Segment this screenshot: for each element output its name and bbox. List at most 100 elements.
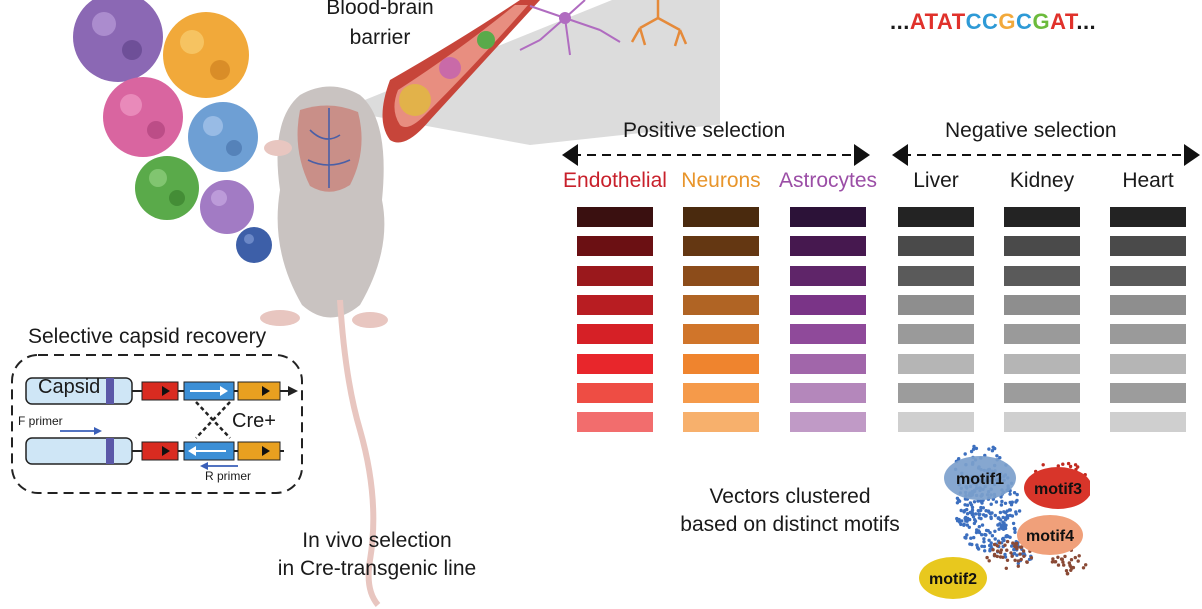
cluster-dot	[1056, 464, 1060, 468]
swatch-astrocytes	[790, 382, 866, 403]
bbb-label-line2: barrier	[349, 26, 411, 49]
cluster-dot	[1029, 556, 1034, 560]
cluster-dot	[1003, 552, 1007, 557]
cluster-dot	[1000, 523, 1004, 528]
swatch-heart	[1110, 236, 1186, 257]
swatch-liver	[898, 324, 974, 345]
swatch-astrocytes	[790, 324, 866, 345]
motif-cluster-plot: motif1 motif3 motif4 motif2	[919, 444, 1090, 599]
cluster-dot	[1003, 501, 1008, 505]
cluster-dot	[972, 535, 976, 540]
swatch-astrocytes	[790, 236, 866, 257]
swatch-heart	[1110, 207, 1186, 227]
cluster-dot	[1004, 516, 1008, 520]
cluster-dot	[1019, 557, 1023, 562]
cluster-dot	[981, 513, 986, 517]
cluster-dot	[1011, 541, 1015, 545]
cluster-dot	[1060, 557, 1064, 561]
cluster-dot	[999, 503, 1004, 507]
cluster-dot	[964, 519, 968, 523]
mouse-illustration	[260, 0, 720, 607]
cluster-dot	[976, 499, 980, 503]
cluster-dot	[999, 548, 1003, 552]
cluster-dot	[1009, 551, 1013, 555]
cluster-dot	[964, 515, 968, 520]
swatch-liver	[898, 294, 974, 315]
swatch-liver	[898, 207, 974, 227]
cre-label: Cre+	[232, 410, 276, 432]
swatch-kidney	[1004, 207, 1080, 227]
sequence-prefix: ...	[890, 9, 910, 34]
cluster-dot	[1021, 549, 1026, 553]
cluster-dot	[1001, 515, 1005, 520]
cluster-dot	[979, 505, 983, 510]
cluster-dot	[1050, 560, 1055, 564]
swatch-astrocytes	[790, 294, 866, 315]
motif2-ellipse	[919, 557, 987, 599]
motif1-label: motif1	[956, 471, 1004, 488]
column-label-liver: Liver	[913, 169, 959, 192]
cluster-dot	[980, 544, 984, 548]
cluster-dot	[1025, 560, 1029, 564]
cluster-dot	[969, 449, 974, 454]
cluster-dot	[988, 543, 992, 548]
in-vivo-caption: In vivo selection in Cre-transgenic line	[252, 527, 502, 583]
cluster-dot	[1013, 558, 1017, 562]
sequence-letter: A	[1050, 9, 1065, 34]
cluster-dot	[1056, 563, 1061, 567]
cluster-dot	[987, 447, 991, 451]
cluster-dot	[1014, 542, 1018, 546]
cluster-dot	[989, 515, 993, 519]
cluster-dot	[1010, 554, 1014, 558]
cluster-dot	[967, 525, 971, 529]
neuron-icon	[519, 0, 621, 56]
cluster-dot	[963, 503, 967, 507]
cluster-caption-line2: based on distinct motifs	[680, 513, 900, 536]
cluster-dot	[1012, 491, 1017, 495]
cluster-dot	[959, 508, 963, 513]
sequence-letter: G	[1032, 9, 1051, 34]
recovery-title: Selective capsid recovery	[28, 325, 267, 348]
swatch-endothelial	[577, 382, 653, 403]
sequence-letter: C	[1016, 9, 1033, 34]
cluster-dot	[1069, 558, 1074, 562]
cluster-dot	[998, 456, 1002, 460]
sequence-letter: T	[924, 9, 937, 34]
cluster-dot	[1056, 555, 1060, 559]
cluster-dot	[1081, 566, 1086, 570]
cluster-dot	[993, 513, 997, 518]
swatch-heart	[1110, 412, 1186, 433]
motif-sequence: ...ATATCCGCGAT...	[890, 9, 1096, 35]
motif4-label: motif4	[1026, 528, 1074, 545]
cluster-dot	[982, 537, 986, 541]
cluster-dot	[988, 549, 992, 553]
cluster-dot	[1062, 563, 1066, 567]
crossover-icon	[195, 401, 231, 439]
cluster-dot	[989, 541, 993, 545]
swatch-endothelial	[577, 265, 653, 286]
capsid-particle-orange	[163, 12, 249, 98]
cluster-dot	[964, 536, 968, 540]
cluster-dot	[1076, 465, 1080, 469]
column-label-kidney: Kidney	[1009, 169, 1075, 192]
cluster-dot	[965, 512, 970, 516]
sequence-letter: G	[998, 9, 1017, 34]
cluster-dot	[1002, 510, 1006, 514]
swatch-kidney	[1004, 265, 1080, 286]
cluster-dot	[1018, 552, 1022, 556]
swatch-liver	[898, 412, 974, 433]
cluster-dot	[1012, 526, 1017, 531]
swatch-heart	[1110, 324, 1186, 345]
cluster-dot	[998, 510, 1003, 515]
cluster-dot	[976, 509, 980, 513]
cluster-dot	[1071, 565, 1076, 570]
sequence-letter: T	[951, 9, 966, 34]
sequence-letter: C	[982, 9, 999, 34]
cluster-dot	[972, 521, 977, 526]
sequence-suffix: ...	[1076, 9, 1097, 34]
cluster-dot	[980, 533, 984, 537]
cluster-dot	[993, 446, 997, 451]
promoter-red-lower	[141, 441, 179, 461]
cluster-dot	[1064, 569, 1069, 573]
cluster-dot	[982, 544, 987, 549]
